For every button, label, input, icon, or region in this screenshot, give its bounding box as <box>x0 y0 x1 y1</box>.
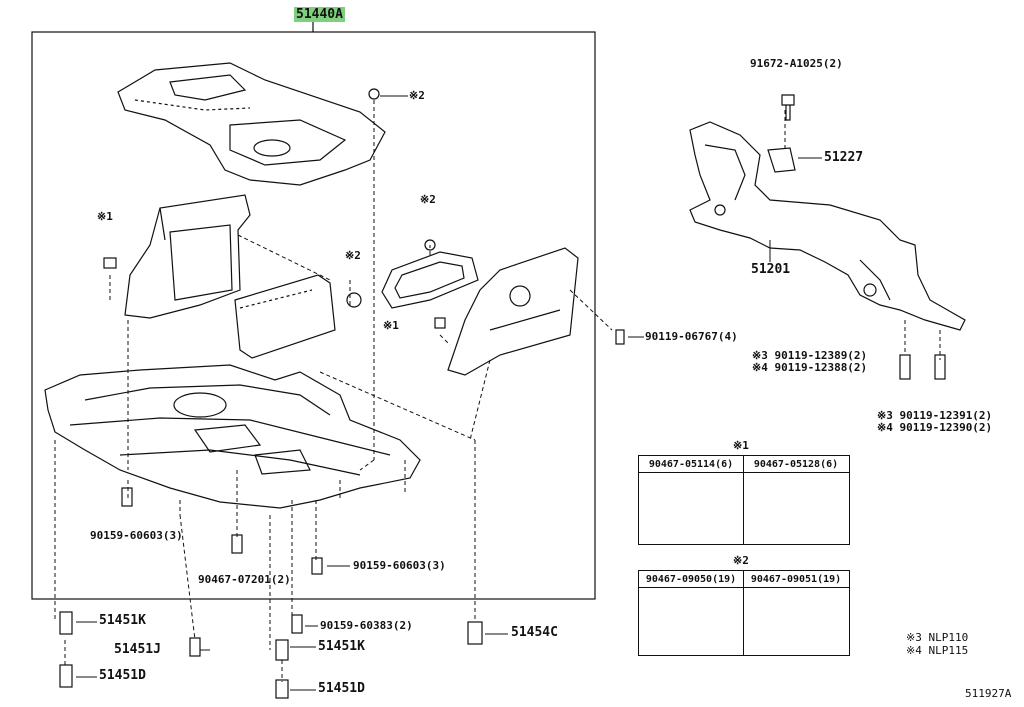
part-51227-drawing <box>767 147 796 173</box>
figure-id: 511927A <box>965 687 1012 700</box>
table2-right-part[interactable]: 90467-09051(19) <box>750 574 842 585</box>
part-label-90119-12389[interactable]: ※3 90119-12389(2) <box>752 349 868 362</box>
part-label-51451k-a[interactable]: 51451K <box>99 613 146 628</box>
note-nlp110: ※3 NLP110 <box>906 631 969 644</box>
part-label-90159-60603-b[interactable]: 90159-60603(3) <box>353 559 446 572</box>
table1-right-part[interactable]: 90467-05128(6) <box>753 459 839 470</box>
right-bracket-drawing <box>447 247 579 376</box>
part-label-51451d-a[interactable]: 51451D <box>99 668 146 683</box>
table2-mark: ※2 <box>733 554 749 567</box>
clip-table-2: 90467-09050(19) 90467-09051(19) <box>638 570 850 656</box>
assembly-part-number-text: 51440A <box>294 7 345 22</box>
part-label-51451j[interactable]: 51451J <box>114 642 161 657</box>
part-label-51227[interactable]: 51227 <box>824 150 864 165</box>
mark-2-a: ※2 <box>409 89 425 102</box>
part-label-90119-12388[interactable]: ※4 90119-12388(2) <box>752 361 868 374</box>
part-label-90119-12391[interactable]: ※3 90119-12391(2) <box>877 409 993 422</box>
part-label-51454c[interactable]: 51454C <box>511 625 558 640</box>
note-nlp115: ※4 NLP115 <box>906 644 969 657</box>
center-plate-drawing <box>234 274 336 359</box>
gasket-drawing <box>381 251 479 309</box>
table1-mark: ※1 <box>733 439 749 452</box>
part-label-90467-07201[interactable]: 90467-07201(2) <box>198 573 291 586</box>
part-label-90159-60383[interactable]: 90159-60383(2) <box>320 619 413 632</box>
upper-shield-drawing <box>117 62 386 186</box>
bolt-drawing <box>781 94 795 121</box>
table2-left-part[interactable]: 90467-09050(19) <box>645 574 737 585</box>
part-label-90159-60603-a[interactable]: 90159-60603(3) <box>90 529 183 542</box>
part-label-90119-12390[interactable]: ※4 90119-12390(2) <box>877 421 993 434</box>
subframe-drawing <box>689 121 966 331</box>
part-label-91672[interactable]: 91672-A1025(2) <box>750 57 843 70</box>
mark-2-b: ※2 <box>420 193 436 206</box>
mark-1-b: ※1 <box>383 319 399 332</box>
part-label-51451k-b[interactable]: 51451K <box>318 639 365 654</box>
assembly-part-number[interactable]: 51440A <box>294 7 345 22</box>
part-label-51201[interactable]: 51201 <box>751 262 791 277</box>
assembly-frame <box>31 31 596 600</box>
part-label-90119-06767[interactable]: 90119-06767(4) <box>645 330 738 343</box>
mark-2-c: ※2 <box>345 249 361 262</box>
under-cover-drawing <box>44 364 421 509</box>
part-label-51451d-b[interactable]: 51451D <box>318 681 365 696</box>
mark-1-a: ※1 <box>97 210 113 223</box>
clip-table-1: 90467-05114(6) 90467-05128(6) <box>638 455 850 545</box>
table1-left-part[interactable]: 90467-05114(6) <box>648 459 734 470</box>
left-bracket-drawing <box>124 194 251 319</box>
fastener-symbols <box>59 88 946 699</box>
